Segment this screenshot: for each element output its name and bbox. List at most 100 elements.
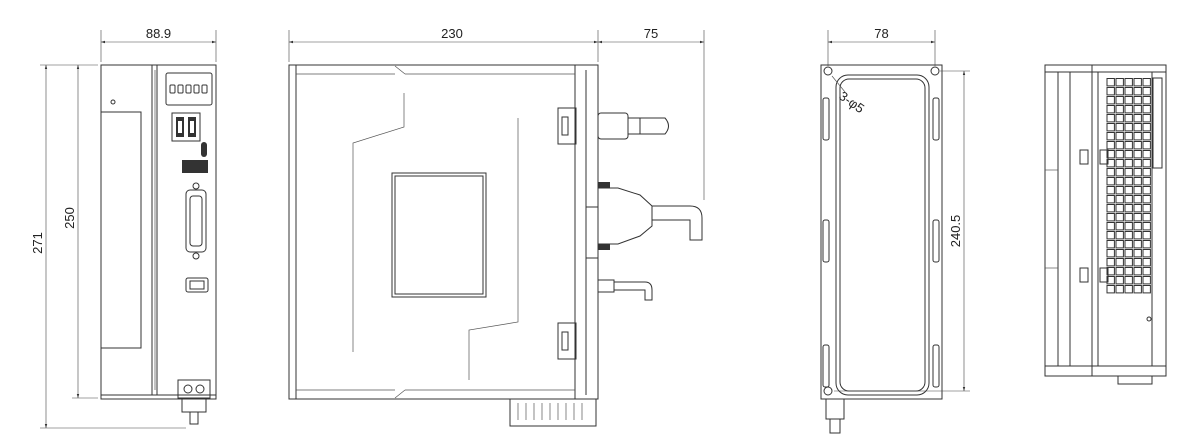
- vent-cell: [1133, 276, 1142, 285]
- vent-cell: [1124, 276, 1133, 285]
- vent-cell: [1124, 249, 1133, 258]
- vent-cell: [1124, 105, 1133, 114]
- vent-cell: [1124, 231, 1133, 240]
- vent-cell: [1115, 204, 1124, 213]
- vent-cell: [1133, 78, 1142, 87]
- vent-cell: [1124, 240, 1133, 249]
- vent-cell: [1124, 78, 1133, 87]
- vent-cell: [1133, 285, 1142, 294]
- vent-cell: [1124, 87, 1133, 96]
- vent-cell: [1115, 267, 1124, 276]
- vent-cell: [1124, 222, 1133, 231]
- dim-front-height-body: 250: [62, 65, 98, 399]
- side-bottom-terminal: [509, 398, 597, 427]
- vent-cell: [1106, 114, 1115, 123]
- vent-cell: [1106, 168, 1115, 177]
- vent-cell: [1115, 141, 1124, 150]
- front-window: [100, 111, 142, 349]
- vent-cell: [1106, 249, 1115, 258]
- network-port: [171, 112, 201, 142]
- back-panel: [835, 74, 930, 396]
- vent-cell: [1124, 213, 1133, 222]
- vent-cell: [1106, 240, 1115, 249]
- vent-cell: [1133, 105, 1142, 114]
- vent-cell: [1115, 159, 1124, 168]
- vent-cell: [1124, 96, 1133, 105]
- vent-cell: [1124, 168, 1133, 177]
- vent-cell: [1106, 195, 1115, 204]
- vent-cell: [1142, 222, 1151, 231]
- vent-cell: [1106, 267, 1115, 276]
- vent-cell: [1115, 231, 1124, 240]
- vent-cell: [1142, 132, 1151, 141]
- vent-cell: [1133, 267, 1142, 276]
- vent-cell: [1115, 195, 1124, 204]
- vent-cell: [1142, 204, 1151, 213]
- vent-cell: [1133, 240, 1142, 249]
- vent-cell: [1124, 141, 1133, 150]
- vent-cell: [1106, 258, 1115, 267]
- vent-cell: [1106, 213, 1115, 222]
- vent-cell: [1115, 285, 1124, 294]
- vent-cell: [1106, 186, 1115, 195]
- mount-hole-top-left: [823, 66, 833, 76]
- vent-screw: [1146, 316, 1152, 322]
- vent-cell: [1115, 168, 1124, 177]
- vent-cell: [1106, 204, 1115, 213]
- front-led: [110, 99, 116, 105]
- dim-side-depth: 230: [288, 26, 599, 62]
- back-tab: [825, 398, 845, 420]
- dim-back-width: 78: [827, 26, 936, 66]
- vent-cell: [1142, 186, 1151, 195]
- vent-cell: [1106, 276, 1115, 285]
- vent-cell: [1142, 276, 1151, 285]
- vent-cell: [1142, 240, 1151, 249]
- vent-body: [1044, 64, 1167, 377]
- vent-cell: [1115, 177, 1124, 186]
- vent-cell: [1124, 150, 1133, 159]
- vent-cell: [1133, 195, 1142, 204]
- vent-cell: [1115, 186, 1124, 195]
- vent-cell: [1142, 213, 1151, 222]
- vent-cell: [1133, 249, 1142, 258]
- vent-cell: [1115, 123, 1124, 132]
- vent-cell: [1115, 78, 1124, 87]
- vent-cell: [1124, 186, 1133, 195]
- vent-cell: [1106, 150, 1115, 159]
- vent-cell: [1106, 132, 1115, 141]
- vent-cell: [1142, 150, 1151, 159]
- vent-cell: [1133, 177, 1142, 186]
- front-view: [100, 64, 217, 425]
- vent-cell: [1142, 285, 1151, 294]
- vent-cell: [1115, 87, 1124, 96]
- vent-cell: [1106, 105, 1115, 114]
- vent-cell: [1142, 195, 1151, 204]
- vent-cell: [1142, 159, 1151, 168]
- back-view: 3-φ5: [820, 64, 943, 434]
- vent-cell: [1106, 285, 1115, 294]
- vent-cell: [1106, 141, 1115, 150]
- vent-cell: [1115, 105, 1124, 114]
- vent-cell: [1133, 213, 1142, 222]
- dim-label-271: 271: [30, 232, 45, 254]
- vent-cell: [1142, 78, 1151, 87]
- vent-cell: [1124, 177, 1133, 186]
- front-body: [100, 64, 217, 400]
- vent-cell: [1106, 96, 1115, 105]
- side-body: [288, 64, 599, 400]
- encoder-port: [185, 277, 209, 293]
- vent-clip-1: [1079, 149, 1089, 165]
- vent-cell: [1133, 150, 1142, 159]
- vent-cell: [1142, 114, 1151, 123]
- dim-label-75: 75: [644, 26, 658, 41]
- dim-label-250: 250: [62, 207, 77, 229]
- vent-cell: [1106, 159, 1115, 168]
- front-switch: [201, 142, 207, 157]
- dim-label-hole-callout: 3-φ5: [836, 88, 867, 116]
- vent-grille: [1106, 78, 1151, 294]
- vent-cell: [1106, 123, 1115, 132]
- side-label-plate: [391, 172, 487, 298]
- vent-cell: [1142, 96, 1151, 105]
- vent-cell: [1142, 267, 1151, 276]
